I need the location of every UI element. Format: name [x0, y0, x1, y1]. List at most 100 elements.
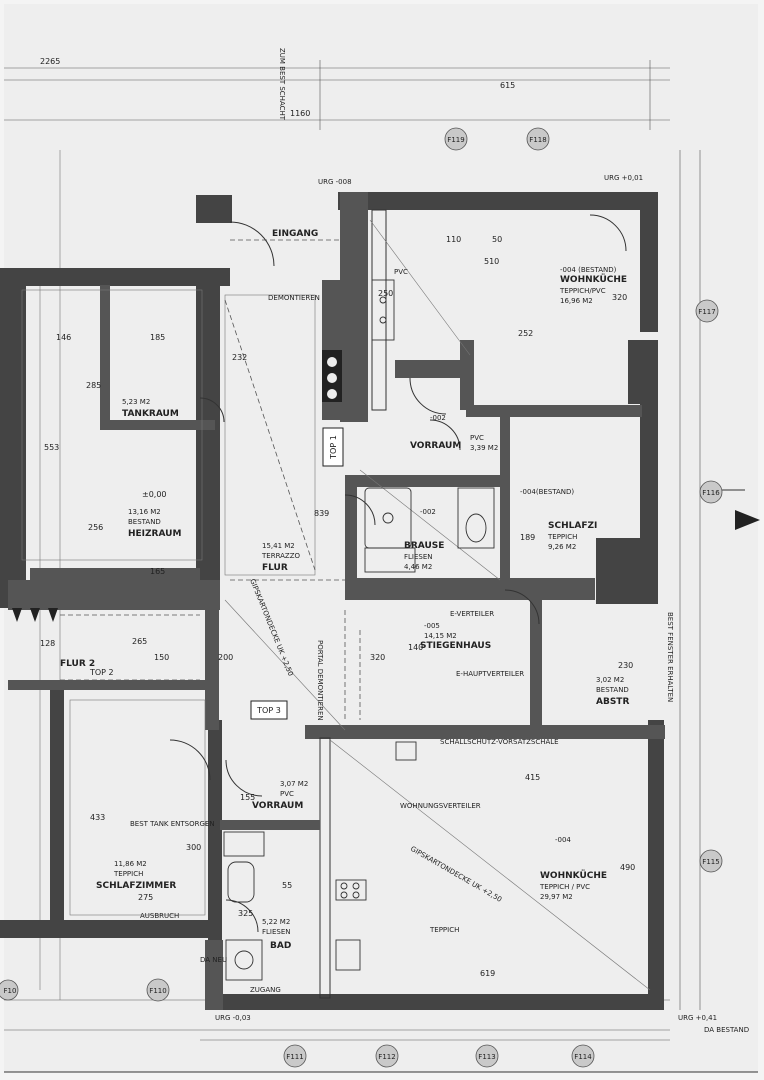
- dimension-labels: 2265 1160 615 320 320 510 252 250 553 25…: [40, 57, 635, 978]
- room-stiegenhaus: STIEGENHAUS 14,15 M2 -005: [420, 622, 491, 651]
- dim-155: 155: [240, 793, 255, 802]
- note-urg-001: URG +0,01: [604, 174, 643, 182]
- wc-icon: [225, 939, 263, 981]
- toilet-icon: [457, 487, 495, 549]
- room-name: VORRAUM: [410, 441, 461, 451]
- exterior-walls: [0, 192, 664, 1010]
- room-name: BAD: [270, 941, 291, 951]
- dim-250: 250: [378, 289, 393, 298]
- dim-433: 433: [90, 813, 105, 822]
- axis-bubble-label: F118: [529, 136, 546, 144]
- boiler-icon: [223, 831, 265, 857]
- room-area: 29,97 M2: [540, 893, 573, 901]
- dim-185: 185: [150, 333, 165, 342]
- room-floor: BESTAND: [128, 518, 161, 526]
- room-wohnkueche-top: WOHNKÜCHE TEPPICH/PVC 16,96 M2 -004 (BES…: [559, 266, 627, 305]
- note-demontieren: DEMONTIEREN: [268, 294, 320, 302]
- axis-bubble-f116: [699, 480, 723, 504]
- room-area: 5,22 M2: [262, 918, 290, 926]
- dim-140: 140: [408, 643, 423, 652]
- room-number: -002: [430, 414, 446, 422]
- dim-230: 230: [618, 661, 633, 670]
- dim-285: 285: [86, 381, 101, 390]
- room-abstr: ABSTR BESTAND 3,02 M2: [596, 676, 629, 707]
- dim-510: 510: [484, 257, 499, 266]
- room-floor: BESTAND: [596, 686, 629, 694]
- fixtures: [12, 279, 760, 981]
- room-number: -004 (BESTAND): [560, 266, 617, 274]
- dim-200: 200: [218, 653, 233, 662]
- room-name: EINGANG: [272, 229, 318, 239]
- dim-265: 265: [132, 637, 147, 646]
- top-markers: TOP 1 TOP 3 TOP 2: [89, 427, 344, 720]
- room-name: SCHLAFZIMMER: [96, 881, 176, 891]
- room-flur-2: FLUR 2: [60, 659, 95, 669]
- room-schlafzimmer-top: SCHLAFZI TEPPICH 9,26 M2 -004(BESTAND): [520, 488, 597, 551]
- axis-bubble-f119: [444, 127, 468, 151]
- axis-bubble-label: F110: [149, 987, 166, 995]
- room-area: 3,07 M2: [280, 780, 308, 788]
- room-area: 5,23 M2: [122, 398, 150, 406]
- dim-55: 55: [282, 881, 292, 890]
- dim-325: 325: [238, 909, 253, 918]
- note-e-hauptverteiler: E-HAUPTVERTEILER: [456, 670, 524, 678]
- room-name: WOHNKÜCHE: [560, 274, 627, 285]
- dim-252: 252: [518, 329, 533, 338]
- dim-256: 256: [88, 523, 103, 532]
- note-teppich: TEPPICH: [429, 926, 459, 934]
- dim-189: 189: [520, 533, 535, 542]
- axis-bubble-f118: [526, 127, 550, 151]
- kitchen-counter-icon: [371, 279, 395, 341]
- room-brause: BRAUSE FLIESEN 4,46 M2 -002: [404, 508, 444, 571]
- dim-150: 150: [154, 653, 169, 662]
- room-floor: TEPPICH / PVC: [539, 883, 590, 891]
- room-labels: WOHNKÜCHE TEPPICH/PVC 16,96 M2 -004 (BES…: [60, 229, 629, 951]
- note-ausbruch: AUSBRUCH: [140, 912, 179, 920]
- room-area: 3,39 M2: [470, 444, 498, 452]
- bathtub-icon: [227, 861, 255, 903]
- room-area: 4,46 M2: [404, 563, 432, 571]
- room-name: FLUR: [262, 563, 288, 573]
- room-vorraum-top: VORRAUM PVC 3,39 M2 -002: [410, 414, 498, 452]
- dim-2265: 2265: [40, 57, 60, 66]
- room-area: 9,26 M2: [548, 543, 576, 551]
- dim-275: 275: [138, 893, 153, 902]
- room-floor: PVC: [280, 790, 294, 798]
- note-da-neu: DA NEU: [200, 956, 227, 964]
- room-flur: FLUR TERRAZZO 15,41 M2: [261, 542, 301, 573]
- section-arrow-icon: [735, 510, 760, 530]
- axis-bubble-label: F115: [702, 858, 719, 866]
- axis-bubbles: F111 F112 F113 F114 F115 F116 F117 F118 …: [0, 127, 723, 1068]
- note-portal: PORTAL DEMONTIEREN: [316, 640, 324, 721]
- axis-bubble-label: F10: [4, 987, 17, 995]
- dim-1160: 1160: [290, 109, 310, 118]
- axis-bubble-f112: [375, 1044, 399, 1068]
- room-name: FLUR 2: [60, 659, 95, 669]
- room-name: VORRAUM: [252, 801, 303, 811]
- axis-bubble-f113: [475, 1044, 499, 1068]
- room-floor: FLIESEN: [262, 928, 291, 936]
- axis-bubble-f114: [571, 1044, 595, 1068]
- triangle-icon: [12, 608, 22, 622]
- room-name: WOHNKÜCHE: [540, 870, 607, 881]
- sink-icon: [335, 939, 361, 971]
- note-zum-schacht: ZUM BEST SCHACHT: [278, 48, 286, 121]
- room-vorraum-bottom: VORRAUM PVC 3,07 M2: [252, 780, 308, 811]
- dim-320-b: 320: [612, 293, 627, 302]
- dim-619: 619: [480, 969, 495, 978]
- interior-lines: [21, 219, 651, 991]
- axis-bubble-f10: [0, 979, 19, 1001]
- note-e-verteiler: E-VERTEILER: [450, 610, 494, 618]
- dim-110: 110: [446, 235, 461, 244]
- room-number: -004: [555, 836, 571, 844]
- room-name: BRAUSE: [404, 541, 444, 551]
- note-wohnungsverteiler: WOHNUNGSVERTEILER: [400, 802, 481, 810]
- note-urg-003: URG -0,03: [215, 1014, 251, 1022]
- washbasin-icon: [364, 547, 416, 573]
- room-area: 11,86 M2: [114, 860, 147, 868]
- room-number: -004(BESTAND): [520, 488, 574, 496]
- dim-615: 615: [500, 81, 515, 90]
- dashed-lines: [60, 239, 361, 720]
- note-schallschutz: SCHALLSCHUTZ-VORSATZSCHALE: [440, 738, 559, 746]
